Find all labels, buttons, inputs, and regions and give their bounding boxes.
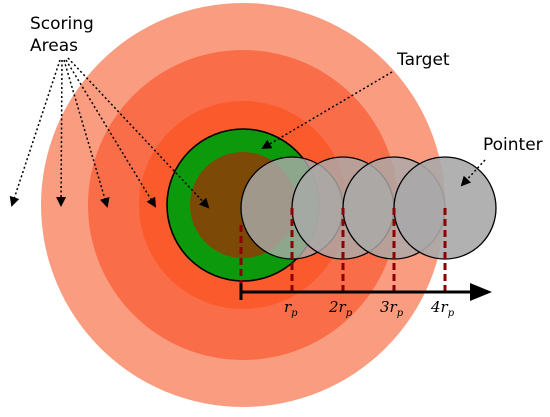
tick-symbol: r	[339, 298, 347, 316]
pointer-circles	[240, 156, 497, 260]
tick-subscript: p	[346, 308, 353, 319]
arrow-right-icon	[470, 283, 492, 301]
target-label: Target	[396, 50, 450, 70]
tick-subscript: p	[291, 308, 298, 319]
tick-symbol: r	[441, 298, 449, 316]
tick-coef: 2	[328, 298, 339, 316]
tick-label-2: 2rp	[328, 298, 353, 319]
scoring-arrow-1	[9, 59, 61, 207]
scoring-arrow-4	[65, 59, 157, 208]
tick-label-3: 3rp	[380, 298, 404, 319]
tick-coef: 4	[430, 298, 441, 316]
tick-label-1: rp	[284, 298, 298, 319]
tick-symbol: r	[284, 298, 292, 316]
tick-subscript: p	[448, 308, 455, 319]
pointer-arrow	[460, 159, 486, 187]
pointer-label: Pointer	[483, 135, 543, 155]
tick-symbol: r	[390, 298, 398, 316]
distance-markers	[239, 208, 447, 292]
scoring-arrow-2	[56, 59, 67, 207]
tick-label-4: 4rp	[430, 298, 455, 319]
scoring-areas-label-line2: Areas	[30, 36, 78, 56]
scoring-arrow-3	[63, 59, 110, 208]
annotation-arrows	[9, 57, 486, 209]
tick-coef: 3	[380, 298, 390, 316]
tick-labels: rp 2rp 3rp 4rp	[284, 298, 455, 319]
distance-axis	[239, 283, 492, 301]
tick-subscript: p	[397, 308, 404, 319]
scoring-areas-label-line1: Scoring	[30, 14, 94, 34]
